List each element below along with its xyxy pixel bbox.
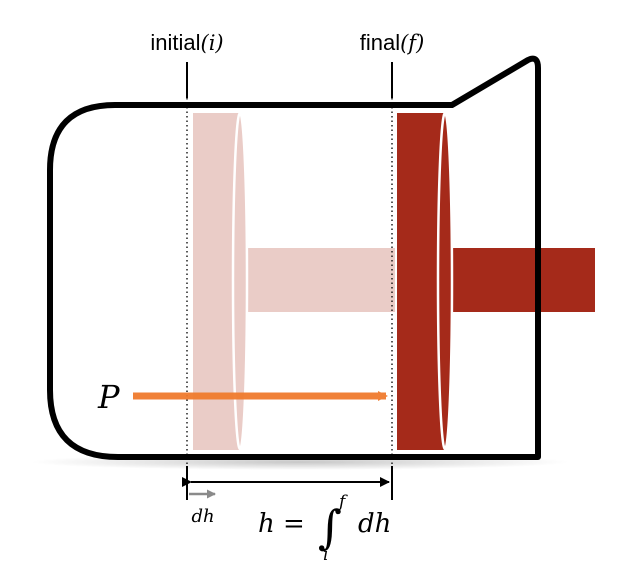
final-piston-face [436,111,454,451]
integral-sign: ∫ [318,500,342,554]
integral-upper-limit: f [337,492,348,512]
final-piston-head [397,113,445,450]
equation-lhs: h = [258,509,305,539]
dh-label: dh [191,506,214,527]
initial-piston-head [193,113,240,450]
initial-label: initial(i) [150,30,223,55]
final-piston-rod [450,248,595,312]
initial-piston-rod [245,248,395,312]
integrand: dh [358,509,391,539]
cylinder-outline [47,55,541,460]
final-piston [397,111,595,451]
initial-piston [193,111,395,451]
pressure-label: P [97,378,120,416]
initial-piston-face [231,111,249,451]
integral-lower-limit: i [323,545,328,565]
work-equation: h = ∫ f i dh [258,492,391,565]
final-label: final(f) [360,30,425,55]
